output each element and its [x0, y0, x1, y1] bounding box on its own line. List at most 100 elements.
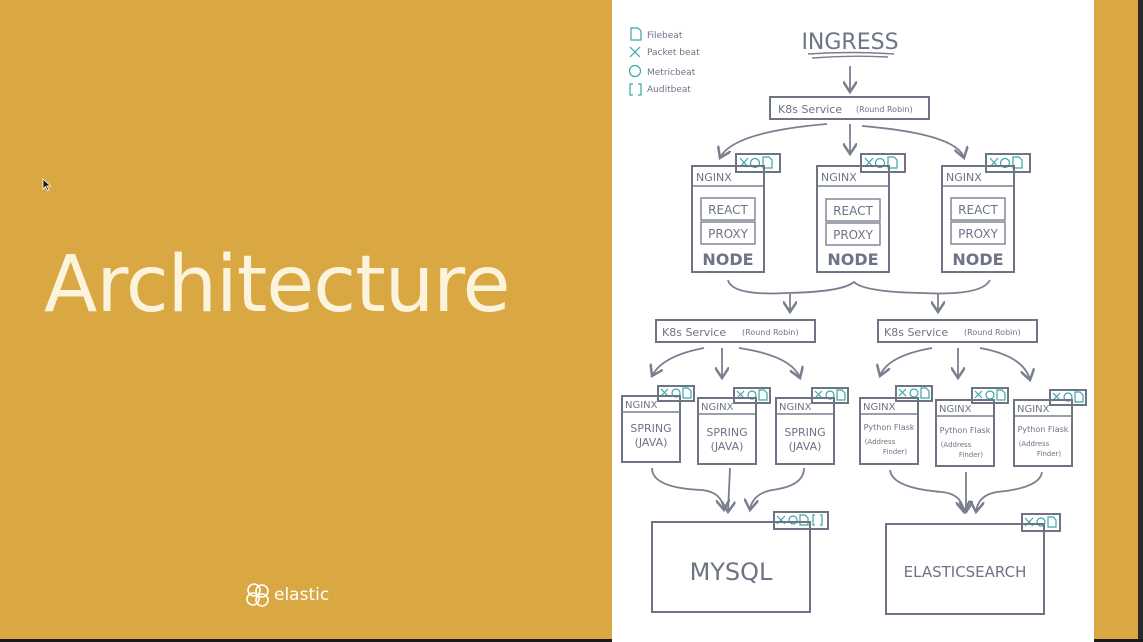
k8s-service-label: K8s Service	[662, 326, 726, 339]
frontend-node: NGINX REACT PROXY NODE	[816, 153, 906, 273]
round-robin-label: (Round Robin)	[964, 328, 1021, 337]
legend-item-metricbeat: Metricbeat	[628, 64, 696, 78]
gauge-icon	[985, 390, 995, 400]
spring-service: NGINX SPRING (JAVA)	[697, 387, 771, 465]
flask-sub-label: (Address	[865, 438, 896, 446]
spring-service: NGINX SPRING (JAVA)	[775, 387, 849, 465]
cross-icon	[814, 390, 823, 399]
cross-icon	[660, 388, 669, 397]
beats-badge	[895, 385, 933, 402]
nginx-label: NGINX	[696, 171, 732, 184]
beats-badge	[733, 387, 771, 404]
arrow	[976, 471, 1043, 512]
flask-sub-label: (Address	[941, 441, 972, 449]
spring-service: NGINX SPRING (JAVA)	[621, 385, 695, 463]
file-icon	[996, 389, 1006, 401]
cross-icon	[1052, 392, 1061, 401]
legend: Filebeat Packet beat Metricbeat Auditbea…	[628, 27, 700, 96]
legend-label: Filebeat	[647, 31, 683, 41]
cross-icon	[629, 46, 641, 58]
file-icon	[836, 389, 846, 401]
elasticsearch-label: ELASTICSEARCH	[904, 563, 1027, 581]
flask-service: NGINX Python Flask (Address Finder)	[935, 387, 1009, 467]
java-label: (JAVA)	[635, 436, 668, 449]
elastic-logo-text: elastic	[274, 585, 330, 605]
file-icon	[758, 389, 768, 401]
file-icon	[1047, 516, 1057, 528]
nginx-label: NGINX	[779, 402, 812, 413]
beats-badge	[1049, 389, 1087, 406]
flask-label: Python Flask	[940, 426, 991, 435]
gauge-icon	[628, 64, 642, 78]
nginx-label: NGINX	[821, 171, 857, 184]
beats-badge	[985, 153, 1031, 173]
frontend-node: NGINX REACT PROXY NODE	[941, 153, 1031, 273]
elastic-logo: elastic	[245, 582, 329, 608]
architecture-diagram-canvas: Filebeat Packet beat Metricbeat Auditbea…	[621, 27, 1087, 615]
legend-label: Metricbeat	[647, 68, 696, 78]
legend-label: Packet beat	[647, 48, 700, 58]
beats-badge	[860, 153, 906, 173]
legend-item-packetbeat: Packet beat	[629, 46, 700, 58]
bottom-edge	[0, 639, 1143, 642]
bracket-icon	[629, 83, 642, 96]
nginx-label: NGINX	[946, 171, 982, 184]
gauge-icon	[749, 157, 761, 169]
file-icon	[799, 514, 809, 526]
file-icon	[1074, 391, 1084, 403]
java-label: (JAVA)	[789, 440, 822, 453]
round-robin-label: (Round Robin)	[856, 105, 913, 114]
flask-sub-label: Finder)	[883, 448, 908, 456]
spring-label: SPRING	[706, 426, 747, 439]
bracket-icon	[812, 514, 823, 526]
gauge-icon	[788, 515, 798, 525]
file-icon	[920, 387, 930, 399]
frontend-node: NGINX REACT PROXY NODE	[691, 153, 781, 273]
beats-badge	[773, 511, 829, 530]
proxy-label: PROXY	[833, 228, 873, 242]
proxy-label: PROXY	[708, 227, 748, 241]
gauge-icon	[1036, 517, 1046, 527]
nginx-label: NGINX	[701, 402, 734, 413]
arrow	[979, 347, 1030, 380]
react-label: REACT	[958, 203, 998, 217]
architecture-diagram: Filebeat Packet beat Metricbeat Auditbea…	[612, 0, 1094, 642]
flask-sub-label: Finder)	[1037, 450, 1062, 458]
elastic-logo-icon	[246, 583, 269, 607]
java-label: (JAVA)	[711, 440, 744, 453]
spring-label: SPRING	[784, 426, 825, 439]
spring-label: SPRING	[630, 422, 671, 435]
gauge-icon	[874, 157, 886, 169]
slide-right-margin	[1094, 0, 1138, 642]
arrow	[652, 347, 705, 376]
gauge-icon	[909, 388, 919, 398]
arrow	[750, 467, 805, 510]
node-label: NODE	[827, 250, 878, 269]
react-label: REACT	[833, 204, 873, 218]
mysql-label: MYSQL	[690, 558, 773, 586]
node-label: NODE	[702, 250, 753, 269]
legend-label: Auditbeat	[647, 85, 691, 95]
legend-item-filebeat: Filebeat	[630, 27, 683, 41]
k8s-service-top: K8s Service (Round Robin)	[769, 96, 930, 120]
arrow	[861, 125, 964, 158]
beats-badge	[735, 153, 781, 173]
react-label: REACT	[708, 203, 748, 217]
flask-sub-label: (Address	[1019, 440, 1050, 448]
round-robin-label: (Round Robin)	[742, 328, 799, 337]
flask-service: NGINX Python Flask (Address Finder)	[1013, 389, 1087, 467]
node-label: NODE	[952, 250, 1003, 269]
flask-label: Python Flask	[864, 423, 915, 432]
legend-item-auditbeat: Auditbeat	[629, 83, 691, 96]
flask-sub-label: Finder)	[959, 451, 984, 459]
file-icon	[682, 387, 692, 399]
beats-badge	[811, 387, 849, 404]
slide-title: Architecture	[44, 240, 511, 330]
slide-background	[0, 0, 612, 642]
arrow	[651, 467, 724, 510]
beats-badge	[1021, 513, 1061, 532]
cross-icon	[974, 390, 983, 399]
nginx-label: NGINX	[939, 404, 972, 415]
flask-service: NGINX Python Flask (Address Finder)	[859, 385, 933, 465]
k8s-service-label: K8s Service	[884, 326, 948, 339]
